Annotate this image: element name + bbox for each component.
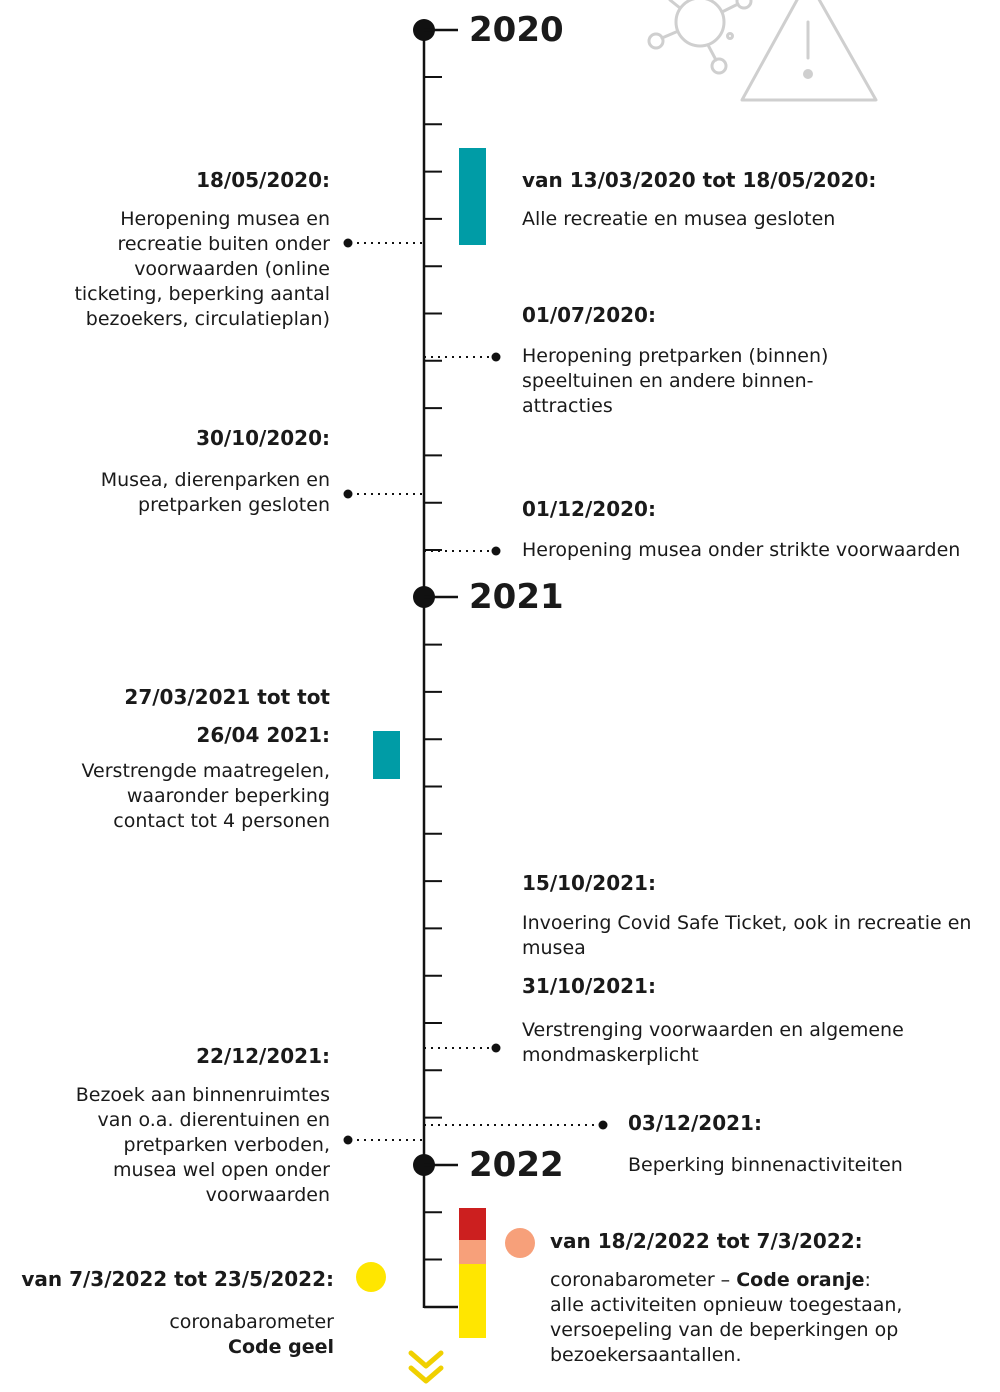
event-text-13-03-2020: Alle recreatie en musea gesloten (522, 208, 836, 230)
connector-01-12-2020 (424, 546, 501, 556)
event-date-22-12-2021: 22/12/2021: (196, 1044, 330, 1068)
year-label-2022: 2022 (469, 1145, 564, 1185)
event-date-30-10-2020: 30/10/2020: (196, 426, 330, 450)
event-text-18-05-2020: Heropening musea en recreatie buiten ond… (74, 208, 330, 330)
event-text-18-2-2022: coronabarometer – Code oranje: alle acti… (550, 1269, 903, 1366)
event-date-15-10-2021: 15/10/2021: (522, 871, 656, 895)
event-date-01-12-2020: 01/12/2020: (522, 497, 656, 521)
connector-31-10-2021 (424, 1043, 501, 1053)
year-label-2020: 2020 (469, 10, 564, 50)
event-date-01-07-2020: 01/07/2020: (522, 303, 656, 327)
event-text-30-10-2020: Musea, dierenparken en pretparken geslot… (100, 469, 330, 516)
event-text-7-3-2022: coronabarometer Code geel (169, 1311, 334, 1358)
event-date-13-03-2020: van 13/03/2020 tot 18/05/2020: (522, 168, 877, 192)
period-bar-code-red (459, 1208, 486, 1240)
period-bar-restrictions-2021 (373, 731, 400, 779)
event-text-15-10-2021: Invoering Covid Safe Ticket, ook in recr… (522, 912, 972, 959)
event-date-27-03-2021: 27/03/2021 tot tot 26/04 2021: (124, 685, 330, 747)
chevron-down-icon (408, 1350, 444, 1384)
event-text-31-10-2021: Verstrenging voorwaarden en algemene mon… (522, 1019, 904, 1066)
event-date-18-2-2022: van 18/2/2022 tot 7/3/2022: (550, 1229, 863, 1253)
event-text-22-12-2021: Bezoek aan binnenruimtes van o.a. dieren… (75, 1084, 330, 1206)
code-orange-dot (505, 1228, 535, 1258)
event-text-03-12-2021: Beperking binnenactiviteiten (628, 1154, 903, 1176)
connector-30-10-2020 (343, 489, 424, 499)
event-date-31-10-2021: 31/10/2021: (522, 974, 656, 998)
connector-03-12-2021 (424, 1120, 608, 1130)
period-bar-code-yellow (459, 1264, 486, 1338)
event-date-03-12-2021: 03/12/2021: (628, 1111, 762, 1135)
code-yellow-dot (356, 1262, 386, 1292)
event-text-01-12-2020: Heropening musea onder strikte voorwaard… (522, 539, 961, 561)
virus-warning-icon (647, 0, 878, 102)
connector-22-12-2021 (343, 1135, 424, 1145)
connector-01-07-2020 (424, 352, 501, 362)
period-bar-closure-2020 (459, 148, 486, 245)
connector-18-05-2020 (343, 238, 424, 248)
timeline-ticks (424, 76, 458, 1309)
event-text-01-07-2020: Heropening pretparken (binnen) speeltuin… (522, 345, 829, 417)
year-label-2021: 2021 (469, 577, 564, 617)
event-date-7-3-2022: van 7/3/2022 tot 23/5/2022: (21, 1267, 334, 1291)
event-date-18-05-2020: 18/05/2020: (196, 168, 330, 192)
event-text-27-03-2021: Verstrengde maatregelen, waaronder beper… (81, 760, 330, 832)
period-bar-code-orange (459, 1240, 486, 1264)
